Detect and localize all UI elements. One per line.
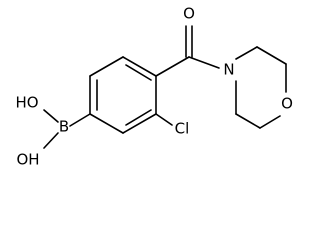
chemical-structure: O N O Cl B HO OH xyxy=(15,5,292,169)
hydroxyl-bottom-label: OH xyxy=(16,151,39,169)
ring-bond-c1-c2 xyxy=(89,56,124,77)
bond-b-to-oh-top xyxy=(43,109,59,123)
ring-double-bond-inner xyxy=(125,109,152,126)
bond-carbonyl-to-n xyxy=(188,56,220,69)
bond-b-to-oh-bottom xyxy=(43,132,59,149)
morpholine-bond xyxy=(259,115,281,129)
carbonyl-oxygen-label: O xyxy=(183,5,195,23)
ring-bond-c2-c3 xyxy=(122,56,157,77)
bond-ring-to-b xyxy=(69,113,91,127)
chlorine-label: Cl xyxy=(175,120,190,138)
atom-labels: O N O Cl B HO OH xyxy=(15,5,292,169)
bond-ring-to-carbonyl xyxy=(155,56,190,77)
bond-ring-to-cl xyxy=(155,113,173,126)
structure-canvas: O N O Cl B HO OH xyxy=(15,4,293,169)
ring-bond-c4-c5 xyxy=(122,113,157,134)
morpholine-bond xyxy=(235,46,258,60)
morpholine-oxygen-label: O xyxy=(281,95,293,113)
ring-double-bond-inner xyxy=(125,64,152,81)
morpholine-nitrogen-label: N xyxy=(223,61,234,79)
ring-bond-c5-c6 xyxy=(89,113,124,134)
bonds xyxy=(43,25,287,149)
hydroxyl-top-label: HO xyxy=(15,94,38,112)
morpholine-bond xyxy=(256,46,287,65)
morpholine-bond xyxy=(235,113,261,129)
boron-label: B xyxy=(59,118,69,136)
